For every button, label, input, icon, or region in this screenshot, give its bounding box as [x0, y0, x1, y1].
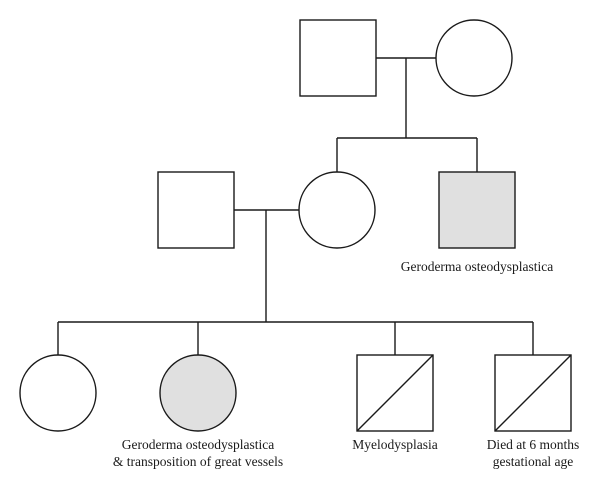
gen1-father-square	[299, 19, 377, 97]
gen3-child2-label-line1: Geroderma osteodysplastica	[121, 437, 275, 452]
gen3-child2-circle-affected	[159, 354, 237, 432]
gen2-daughter-circle	[298, 171, 376, 249]
gen3-child4-label: Died at 6 months gestational age	[478, 436, 588, 470]
gen3-child4-label-line1: Died at 6 months	[486, 437, 580, 452]
gen3-child4-deceased-slash	[494, 354, 572, 432]
gen3-child1-circle	[19, 354, 97, 432]
gen3-child3-deceased-slash	[356, 354, 434, 432]
gen3-child4-label-line2: gestational age	[492, 454, 574, 469]
gen2-son-label: Geroderma osteodysplastica	[400, 259, 554, 274]
gen1-mother-circle	[435, 19, 513, 97]
gen2-son-square-affected	[438, 171, 516, 249]
gen3-child2-label: Geroderma osteodysplastica & transpositi…	[98, 436, 298, 470]
gen3-child3-label: Myelodysplasia	[352, 437, 438, 452]
gen3-child2-label-line2: & transposition of great vessels	[112, 454, 284, 469]
gen2-spouse-square	[157, 171, 235, 249]
